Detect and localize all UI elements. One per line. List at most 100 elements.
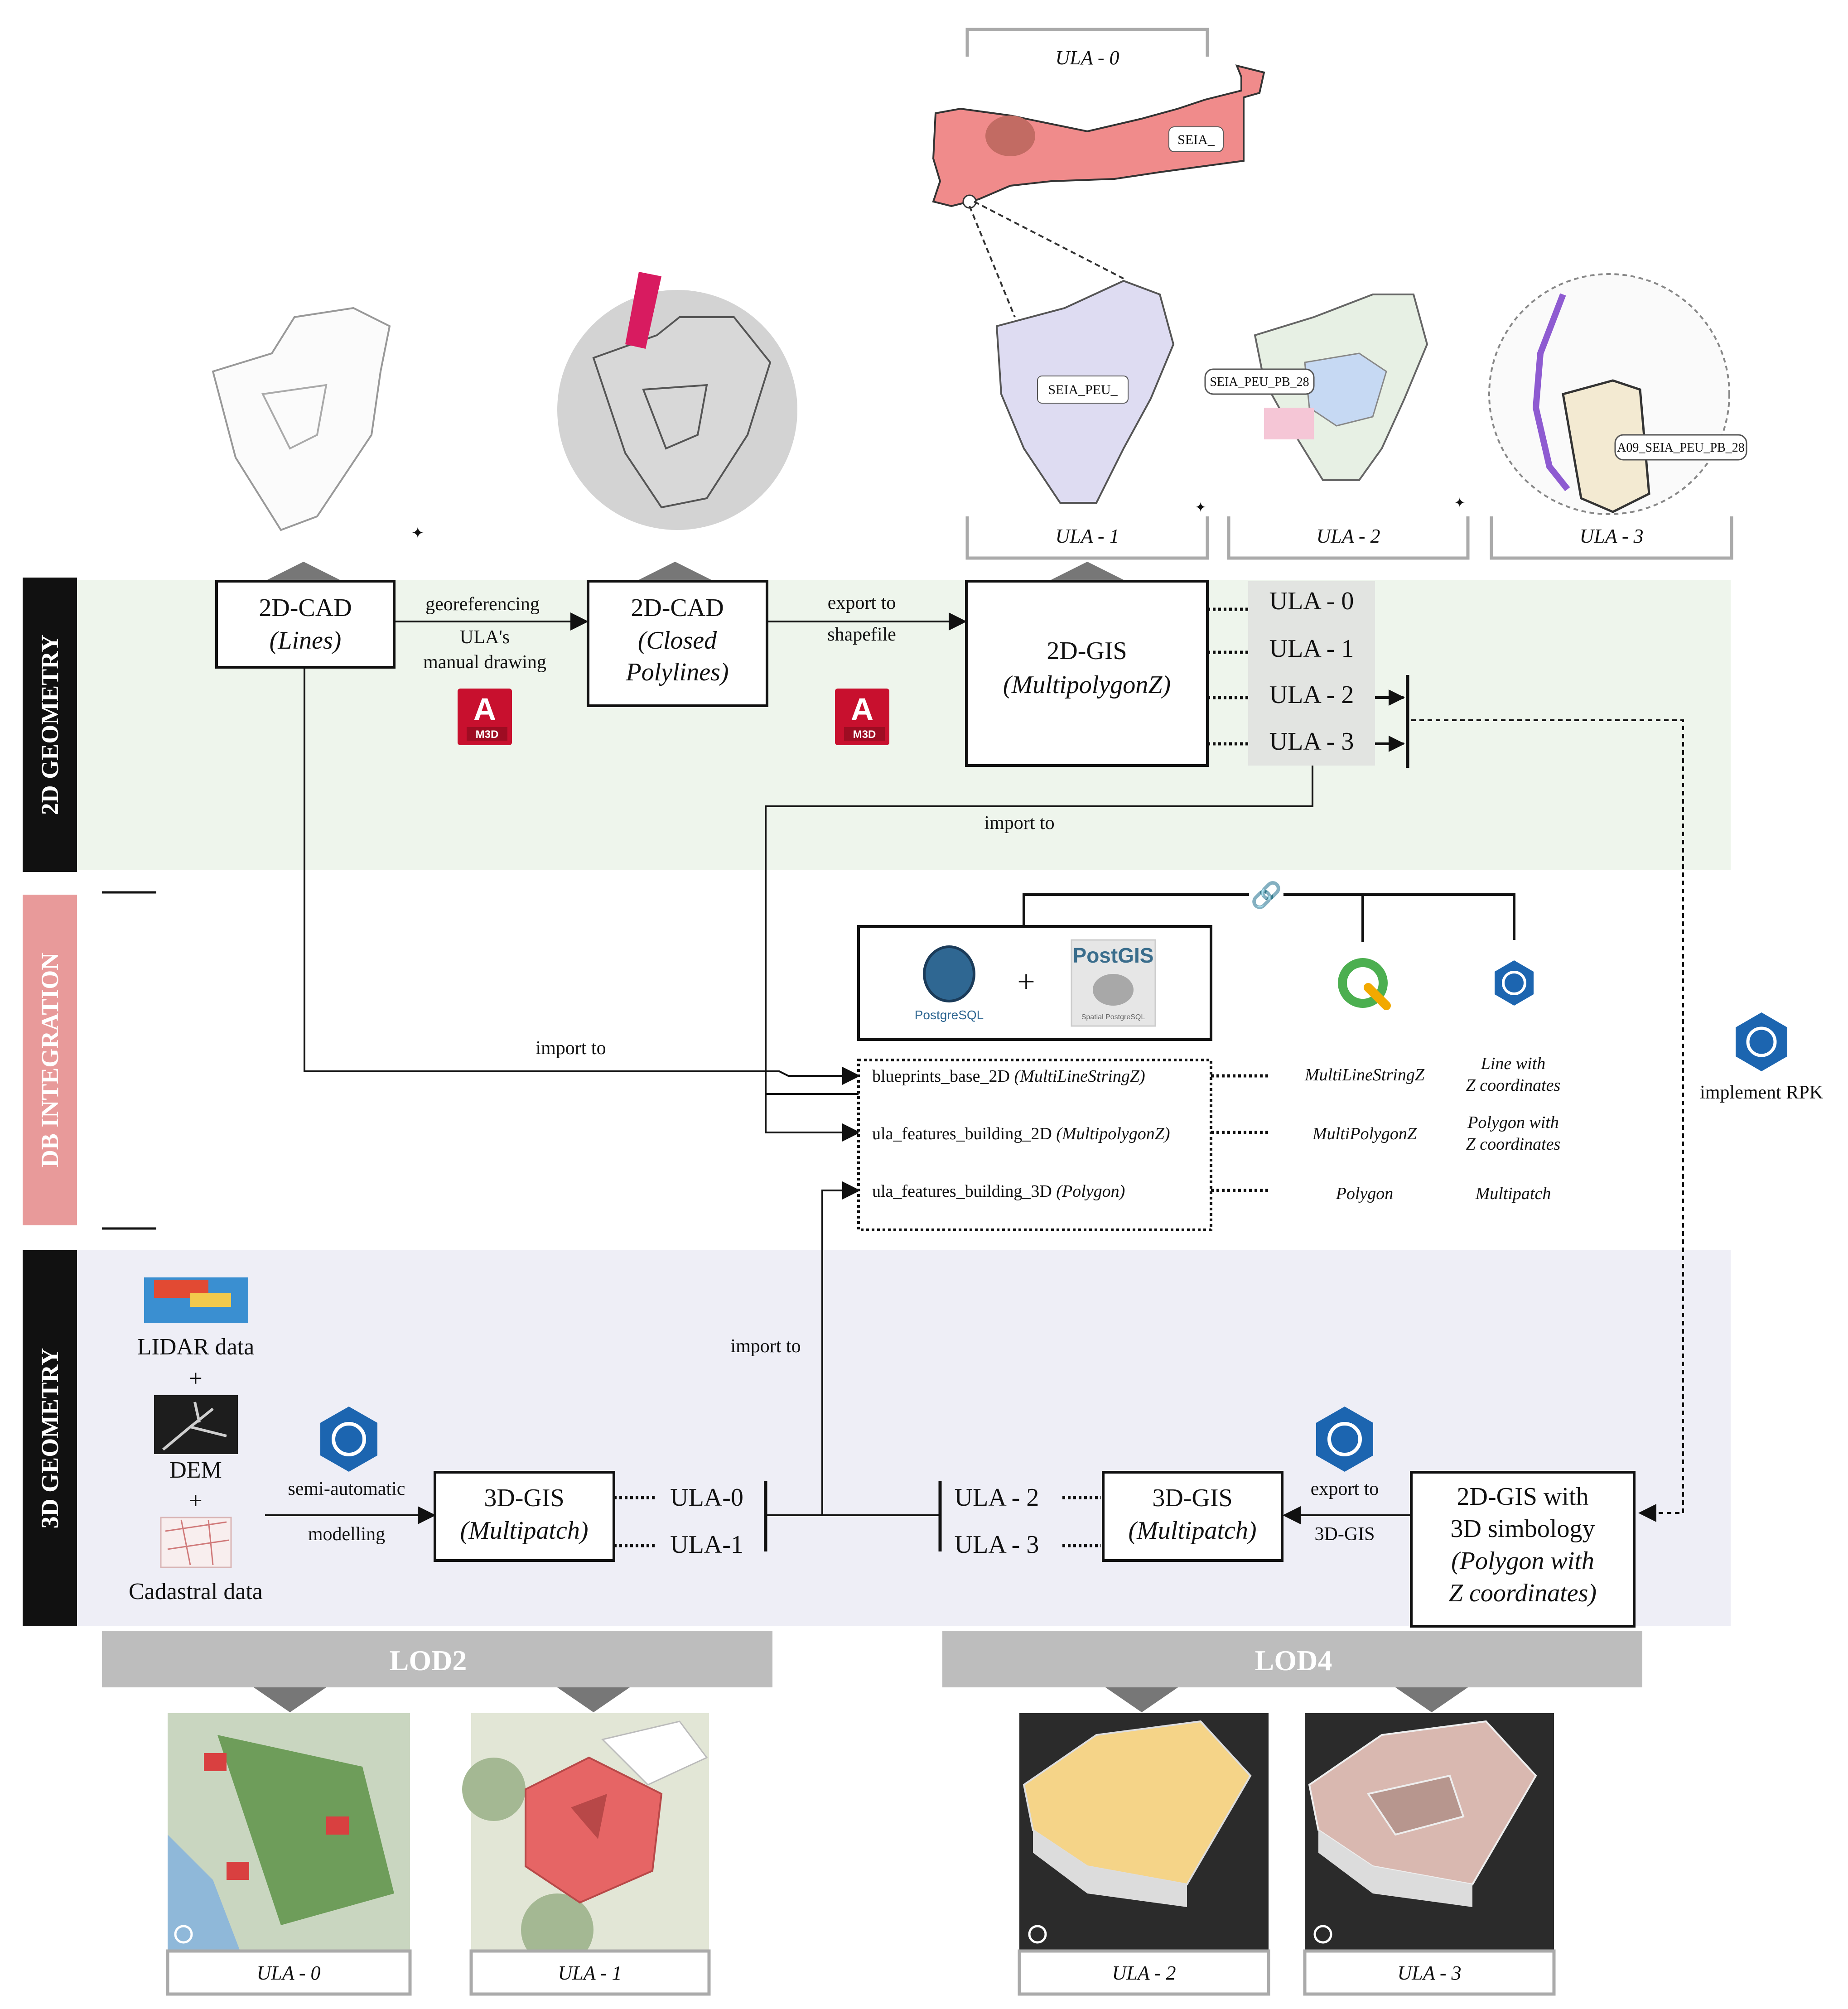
arcgis-pro-icon bbox=[1495, 960, 1534, 1006]
arcgis-type-0b: Z coordinates bbox=[1466, 1076, 1561, 1095]
table-row-0: blueprints_base_2D (MultiLineStringZ) bbox=[872, 1067, 1145, 1086]
ula-item-1: ULA - 1 bbox=[1269, 635, 1354, 663]
gis2d-up-triangle bbox=[1051, 562, 1124, 580]
arcgis-modelling-icon bbox=[320, 1407, 377, 1472]
rpk-label: implement RPK bbox=[1700, 1082, 1823, 1103]
lod-tri-0 bbox=[254, 1687, 326, 1712]
postgresql-label: PostgreSQL bbox=[915, 1008, 984, 1022]
postgresql-icon bbox=[923, 945, 975, 1002]
lod4-bar bbox=[942, 1631, 1642, 1687]
lod2-ula1-tree-a bbox=[462, 1758, 526, 1821]
lod2-bar bbox=[102, 1631, 772, 1687]
lod-tri-2 bbox=[1105, 1687, 1178, 1712]
lod4-ula3-compass bbox=[1313, 1925, 1332, 1944]
gis2d-import-label: import to bbox=[984, 813, 1054, 833]
lod-import-label: import to bbox=[730, 1336, 801, 1357]
cad-import-route bbox=[304, 667, 860, 1085]
band-db-label-bar bbox=[23, 895, 77, 1225]
ula0-plan-dark-area bbox=[985, 116, 1035, 156]
gis3d-b-box bbox=[1102, 1471, 1283, 1562]
gis2d-symbology-box bbox=[1410, 1471, 1636, 1628]
georef-label: georeferencing bbox=[425, 594, 540, 615]
postgis-sub: Spatial PostgreSQL bbox=[1081, 1013, 1145, 1021]
cad-polylines-inner bbox=[642, 384, 708, 450]
gis3d-b-title: 3D-GIS bbox=[1152, 1484, 1232, 1512]
gis3d-b-sub: (Multipatch) bbox=[1128, 1517, 1256, 1545]
ula3-bottom-caption: ULA - 3 bbox=[1580, 525, 1644, 547]
gis2d-sym-4: Z coordinates) bbox=[1449, 1579, 1597, 1607]
cad-poly-up-triangle bbox=[639, 562, 711, 580]
lod-caption-0: ULA - 0 bbox=[257, 1962, 321, 1984]
table-0-type: (MultiLineStringZ) bbox=[1014, 1067, 1145, 1086]
semi-label: semi-automatic bbox=[288, 1479, 405, 1499]
lod-caption-box-2 bbox=[1018, 1949, 1270, 1996]
cad-polylines-plan bbox=[592, 316, 772, 509]
pencil-icon bbox=[625, 272, 661, 349]
dem-image-branches bbox=[162, 1402, 227, 1451]
arcgis-type-1a: Polygon with bbox=[1467, 1113, 1559, 1132]
ula1-bottom-bracket bbox=[965, 516, 1209, 560]
lod-caption-2: ULA - 2 bbox=[1112, 1962, 1176, 1984]
band-2d-label: 2D GEOMETRY bbox=[36, 635, 63, 815]
cad-poly-title: 2D-CAD bbox=[631, 594, 724, 622]
band-2d-label-bar bbox=[23, 578, 77, 872]
lod2-ula1-building-hole bbox=[571, 1794, 607, 1839]
band-3d-label: 3D GEOMETRY bbox=[36, 1348, 63, 1529]
ula2-north-marker: ✦ bbox=[1454, 496, 1465, 511]
lod2-label: LOD2 bbox=[390, 1644, 467, 1677]
gis2d-import-route-b bbox=[765, 1094, 860, 1142]
lidar-label: LIDAR data bbox=[137, 1334, 254, 1360]
ula0-top-bracket bbox=[965, 28, 1209, 57]
qgis-type-2: Polygon bbox=[1336, 1184, 1394, 1203]
table-1-name: ula_features_building_2D bbox=[872, 1124, 1052, 1143]
arcgis-modelling-globe bbox=[332, 1422, 366, 1456]
autocad-badge-text-2: M3D bbox=[853, 728, 876, 741]
arcgis-type-1b: Z coordinates bbox=[1466, 1135, 1561, 1154]
lod-tri-1 bbox=[557, 1687, 630, 1712]
ula1-plan-tag-box bbox=[1037, 376, 1129, 404]
left-ula-0: ULA-0 bbox=[670, 1484, 743, 1512]
qgis-icon-tail bbox=[1364, 983, 1391, 1010]
ula-item-2: ULA - 2 bbox=[1269, 681, 1354, 709]
qgis-icon bbox=[1338, 958, 1388, 1008]
gis2d-box bbox=[965, 580, 1209, 767]
cadastral-label: Cadastral data bbox=[129, 1579, 263, 1604]
cad-lines-box bbox=[215, 580, 396, 669]
gis3d-a-title: 3D-GIS bbox=[484, 1484, 564, 1512]
lidar-plus: + bbox=[189, 1366, 202, 1392]
gis2d-import-route bbox=[765, 766, 1313, 1095]
lod4-ula2-floorplan bbox=[1023, 1720, 1252, 1886]
right-ula-2: ULA - 2 bbox=[955, 1484, 1039, 1512]
postgis-label: PostGIS bbox=[1073, 944, 1154, 967]
zoom-guide-left bbox=[969, 206, 1016, 318]
ula1-north-marker: ✦ bbox=[1195, 500, 1206, 515]
export-label-1: export to bbox=[828, 593, 896, 613]
ula0-plan-image bbox=[932, 64, 1265, 207]
gis2d-sym-3: (Polygon with bbox=[1451, 1547, 1594, 1575]
gis2d-sub: (MultipolygonZ) bbox=[1003, 671, 1171, 699]
band-db-label: DB INTEGRATION bbox=[36, 953, 63, 1168]
arcgis-pro-icon-globe bbox=[1502, 971, 1526, 995]
ula-item-3: ULA - 3 bbox=[1269, 727, 1354, 756]
rpk-arcgis-globe bbox=[1746, 1026, 1777, 1057]
ula2-plan-tag-box bbox=[1204, 368, 1315, 395]
lod-tri-3 bbox=[1395, 1687, 1468, 1712]
autocad-badge-strip bbox=[467, 727, 507, 741]
autocad-badge-text: M3D bbox=[476, 728, 499, 741]
manual-label-1: ULA's bbox=[460, 627, 510, 648]
lod2-ula0-compass bbox=[174, 1925, 193, 1944]
ula1-plan-tag: SEIA_PEU_ bbox=[1048, 382, 1118, 397]
cad-north-marker: ✦ bbox=[411, 525, 425, 542]
ula1-bottom-caption: ULA - 1 bbox=[1056, 525, 1119, 547]
autocad-badge-letter: A bbox=[473, 692, 497, 727]
table-row-1: ula_features_building_2D (MultipolygonZ) bbox=[872, 1124, 1170, 1143]
lod4-label: LOD4 bbox=[1255, 1644, 1332, 1677]
lod2-ula1-building-white bbox=[601, 1720, 708, 1786]
ula3-room-highlight bbox=[1562, 379, 1650, 513]
lod-import-route bbox=[766, 1190, 940, 1516]
export-3d-label-2: 3D-GIS bbox=[1315, 1524, 1375, 1545]
lod2-ula1-tree-b bbox=[521, 1893, 593, 1966]
autocad-badge-letter-2: A bbox=[851, 692, 874, 727]
ula3-plan-tag: A09_SEIA_PEU_PB_28 bbox=[1617, 441, 1745, 455]
